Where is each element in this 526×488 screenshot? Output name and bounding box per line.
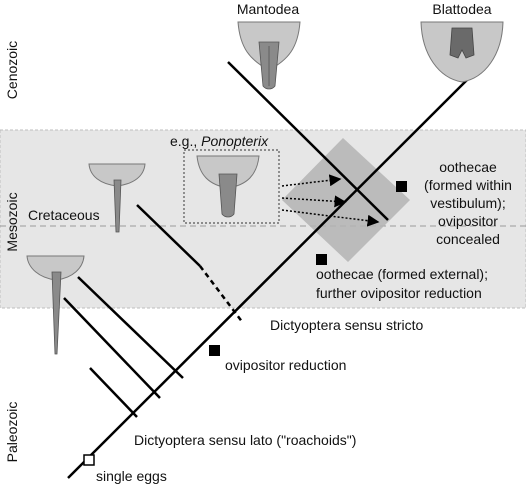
clade-label-sensu-lato: Dictyoptera sensu lato ("roachoids") [134, 432, 356, 448]
taxon-label-blattodea: Blattodea [432, 1, 491, 17]
character-label-single-eggs: single eggs [96, 468, 167, 484]
ponopterix-prefix: e.g., [170, 133, 201, 149]
branch-line-4-solid [136, 204, 201, 267]
oothecae-internal-line-5: concealed [436, 231, 500, 247]
branch-line-3 [77, 276, 184, 379]
taxon-label-mantodea: Mantodea [237, 1, 299, 17]
mesozoic-band [0, 129, 526, 309]
ponopterix-abdomen-illustration [196, 155, 260, 218]
era-label-cenozoic: Cenozoic [4, 41, 20, 99]
oothecae-external-marker [316, 254, 327, 265]
ponopterix-label: e.g., Ponopterix [170, 133, 269, 149]
clade-label-sensu-stricto: Dictyoptera sensu stricto [270, 317, 423, 333]
oothecae-internal-marker [396, 181, 407, 192]
era-label-mesozoic: Mesozoic [4, 192, 20, 251]
main-stem-line [67, 62, 485, 479]
mantodea-branch-line [227, 61, 389, 221]
oothecae-internal-line-2: (formed within [424, 177, 512, 193]
oothecae-internal-label: oothecae (formed within vestibulum); ovi… [424, 159, 512, 247]
oothecae-external-line-1: oothecae (formed external); [316, 266, 488, 282]
arrow-3 [281, 209, 380, 227]
branch-line-2 [63, 297, 161, 399]
single-eggs-marker [83, 454, 95, 466]
ponopterix-genus: Ponopterix [201, 133, 269, 149]
oothecae-internal-line-4: ovipositor [438, 213, 498, 229]
era-label-paleozoic: Paleozoic [4, 402, 20, 463]
era-label-cretaceous: Cretaceous [28, 207, 100, 223]
arrow-2 [281, 195, 347, 208]
ovipositor-reduction-marker [209, 345, 220, 356]
oothecae-internal-line-1: oothecae [439, 159, 497, 175]
branch-line-1 [89, 367, 138, 418]
paleozoic-roachoid-abdomen-illustration [26, 255, 85, 355]
blattodea-abdomen-illustration [420, 21, 504, 83]
mantodea-abdomen-illustration [237, 21, 301, 90]
oothecae-external-line-2: further ovipositor reduction [316, 285, 482, 301]
mesozoic-roachoid-abdomen-illustration [88, 163, 146, 233]
arrow-1 [281, 174, 342, 187]
oothecae-internal-line-3: vestibulum); [430, 195, 505, 211]
branch-line-4-dashed [199, 265, 244, 324]
character-label-ovipositor-reduction: ovipositor reduction [225, 357, 346, 373]
